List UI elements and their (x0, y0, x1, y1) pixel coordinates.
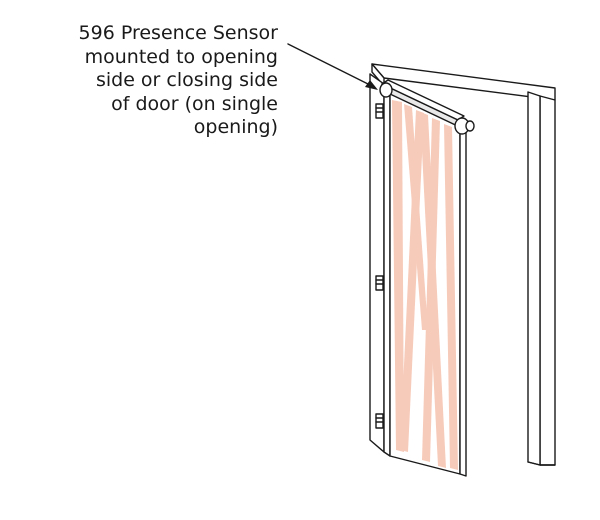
hinge-middle (375, 275, 384, 291)
beam-3 (400, 110, 424, 452)
left-jamb-face (369, 73, 385, 453)
left-jamb-edge (383, 83, 391, 457)
callout-line-2: mounted to opening (84, 45, 278, 68)
arrow-icon (287, 43, 378, 90)
callout-label: 596 Presence Sensor mounted to opening s… (8, 22, 278, 140)
callout-line-3: side or closing side (95, 69, 278, 91)
hinge-top (375, 103, 384, 119)
frame-left-jamb (369, 73, 391, 457)
door-frame (371, 63, 556, 466)
frame-right-jamb-inner (527, 91, 541, 466)
callout-line-1: 596 Presence Sensor (78, 22, 278, 44)
hinge-icon (375, 275, 384, 291)
frame-right-base-inner (527, 461, 541, 466)
hinges (375, 103, 384, 429)
sensor-beams (392, 100, 458, 470)
sensor-top (381, 79, 465, 121)
leader-arrowhead (365, 80, 378, 90)
beam-1 (392, 100, 404, 452)
callout-line-4: of door (on single (111, 92, 278, 115)
leader-line (287, 43, 373, 87)
sensor-end-cap-left (379, 82, 393, 98)
sensor-end-knob (465, 120, 475, 132)
beam-5 (422, 118, 440, 462)
frame-right-jamb (539, 95, 556, 466)
presence-sensor (379, 79, 475, 135)
hinge-icon (375, 413, 384, 429)
door-leaf-edge (459, 125, 467, 477)
callout-line-5: opening) (193, 116, 278, 138)
beam-6 (444, 124, 458, 470)
hinge-icon (375, 103, 384, 119)
hinge-bottom (375, 413, 384, 429)
